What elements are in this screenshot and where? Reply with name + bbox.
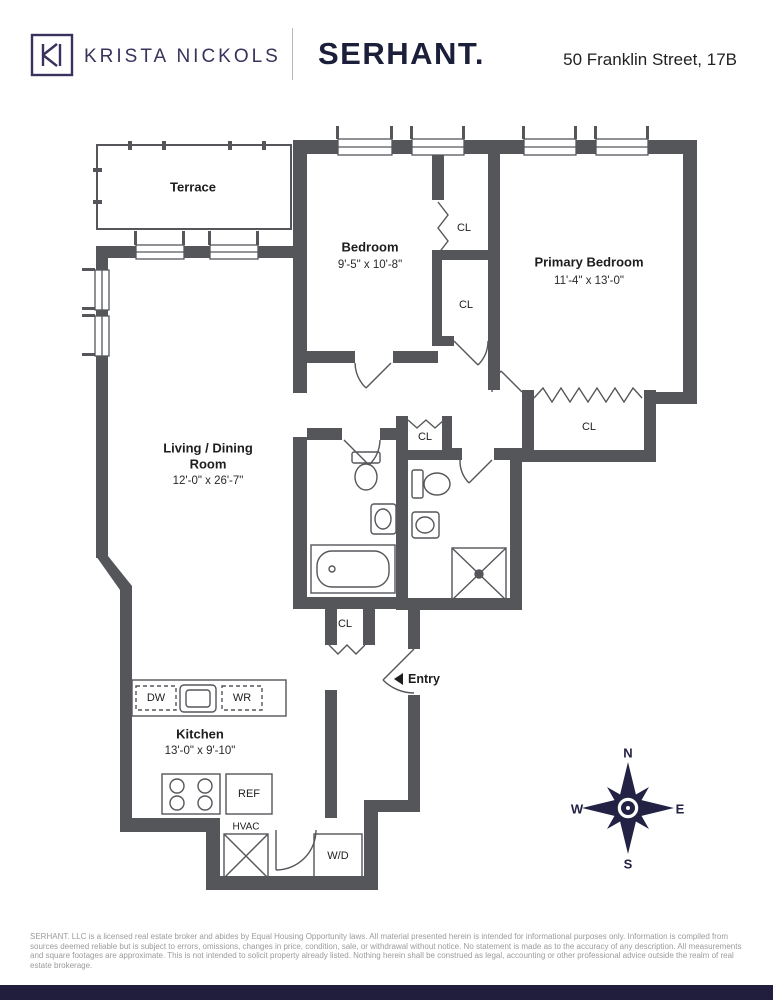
compass-west-label: W [570,801,584,817]
living-dining-label-line2: Room [189,456,227,472]
washer-dryer-unit [313,833,363,879]
wine-fridge-fixture [221,685,263,711]
washer-dryer-label: W/D [327,850,349,862]
kitchen-label: Kitchen [176,726,224,742]
compass-south-label: S [623,856,633,872]
entry-arrow-icon [394,673,403,685]
sink-fixture [370,503,397,535]
hvac-label: HVAC [230,821,262,833]
toilet-fixture [351,451,381,464]
living-dining-dimensions: 12'-0" x 26'-7" [172,475,244,487]
compass-east-label: E [675,801,685,817]
kitchen-counter [131,679,287,717]
dishwasher-label: DW [146,692,166,704]
closet-label-primary: CL [581,421,597,433]
windows [94,138,649,357]
toilet-fixture [411,469,424,499]
primary-bedroom-dimensions: 11'-4" x 13'-0" [554,275,624,287]
entry-text: Entry [408,672,440,686]
refrigerator-label: REF [238,788,260,800]
agent-name: KRISTA NICKOLS [84,46,281,67]
shower-fixture [451,547,507,601]
bathroom-fixtures [310,451,507,601]
closet-label-hall: CL [458,299,474,311]
agent-logo-icon [30,33,74,77]
closet-label-bath: CL [417,431,433,443]
kitchen-dimensions: 13'-0" x 9'-10" [164,745,236,757]
compass-north-label: N [623,745,633,761]
hvac-unit [223,833,269,879]
sink-fixture [411,511,440,539]
entry-label: Entry [394,672,440,686]
kitchen-fixtures [131,679,363,879]
window-ticks [82,126,649,356]
wine-fridge-label: WR [232,692,252,704]
terrace-outline [93,141,292,230]
disclaimer-text: SERHANT. LLC is a licensed real estate b… [30,932,742,970]
compass-rose-icon [582,762,674,854]
stove-fixture [161,773,221,815]
brand-name: SERHANT. [318,36,486,71]
primary-bedroom-label: Primary Bedroom [534,254,644,270]
dishwasher-fixture [135,685,177,711]
listing-address: 50 Franklin Street, 17B [563,50,737,69]
living-dining-label-line1: Living / Dining [163,440,253,456]
closet-label-bedroom: CL [456,222,472,234]
bedroom-label: Bedroom [341,239,399,255]
refrigerator-fixture [225,773,273,815]
bathtub-fixture [310,544,396,594]
terrace-label: Terrace [169,179,217,195]
kitchen-sink-fixture [179,684,217,713]
bedroom-dimensions: 9'-5" x 10'-8" [337,259,403,271]
doors [275,201,643,871]
closet-label-entry: CL [337,618,353,630]
header-divider [292,28,293,80]
footer-bar [0,985,773,1000]
